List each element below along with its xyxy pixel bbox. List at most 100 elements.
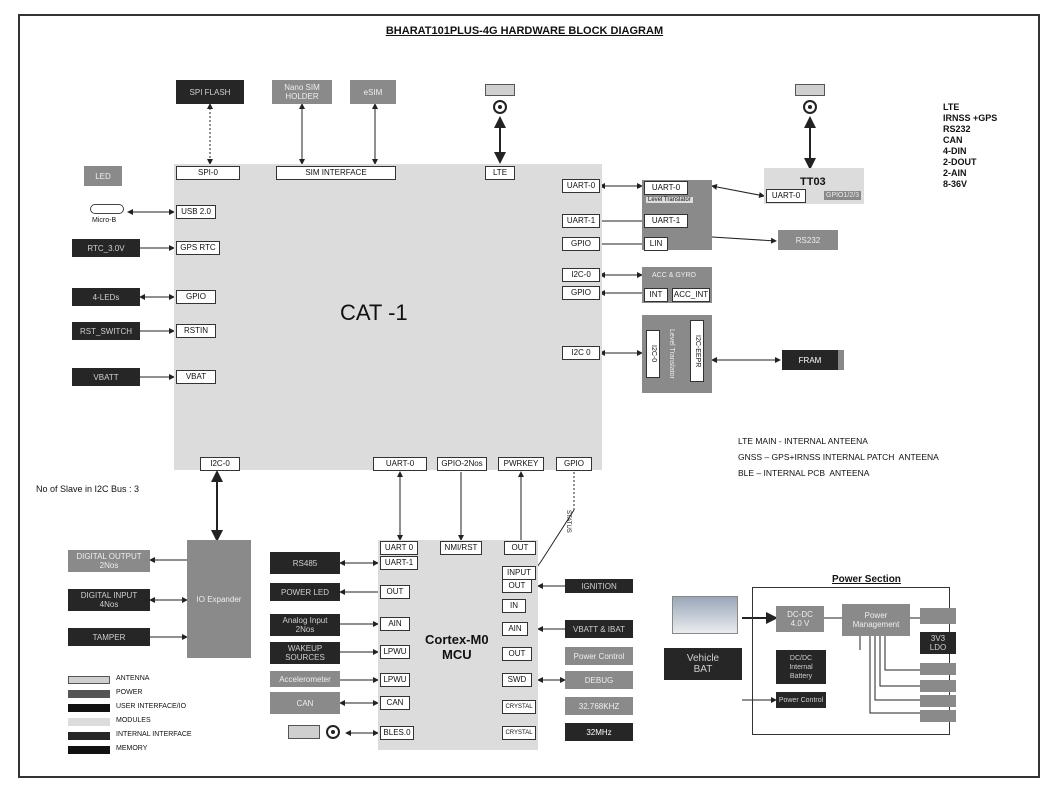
esim-block: eSIM xyxy=(350,80,396,104)
diagram-frame xyxy=(18,14,1040,778)
power-output-4 xyxy=(920,695,956,707)
pin-gpio-bottom: GPIO xyxy=(556,457,592,471)
leds-block: 4-LEDs xyxy=(72,288,140,306)
rs485-block: RS485 xyxy=(270,552,340,574)
legend-internal-label: INTERNAL INTERFACE xyxy=(116,731,192,738)
pin-gpio-2nos: GPIO-2Nos xyxy=(437,457,487,471)
pin-i2c0-right-2: I2C 0 xyxy=(562,346,600,360)
status-label: STATUS xyxy=(565,510,571,533)
translator-pin-lin: LIN xyxy=(644,237,668,251)
power-led-block: POWER LED xyxy=(270,583,340,601)
ble-antenna-icon xyxy=(326,725,340,739)
legend-modules-swatch xyxy=(68,718,110,726)
legend-antenna-label: ANTENNA xyxy=(116,675,150,682)
ignition-block: IGNITION xyxy=(565,579,633,593)
power-output-5 xyxy=(920,710,956,722)
acc-gyro-label: ACC & GYRO xyxy=(652,272,696,279)
lte-antenna-icon xyxy=(493,100,507,114)
translator-pin-uart0: UART-0 xyxy=(644,181,688,195)
tt03-pin-gpio: GPIO1/2/3 xyxy=(824,191,862,200)
32khz-crystal-block: 32.768KHZ xyxy=(565,697,633,715)
legend-ui-label: USER INTERFACE/IO xyxy=(116,703,187,710)
feature-item: LTE xyxy=(943,102,960,112)
mcu-pin-lpwu-2: LPWU xyxy=(380,673,410,687)
mcu-pin-in-right: IN xyxy=(502,599,526,613)
gnss-antenna-body xyxy=(795,84,825,96)
32mhz-crystal-block: 32MHz xyxy=(565,723,633,741)
nano-sim-holder-block: Nano SIM HOLDER xyxy=(272,80,332,104)
antenna-note: BLE – INTERNAL PCB ANTEENA xyxy=(738,468,870,478)
mcu-pin-out-right: OUT xyxy=(502,579,532,593)
mcu-pin-swd: SWD xyxy=(502,673,532,687)
io-expander-block: IO Expander xyxy=(187,540,251,658)
fram-block: FRAM xyxy=(782,350,844,370)
legend-internal-swatch xyxy=(68,732,110,740)
vehicle-bat-block: Vehicle BAT xyxy=(664,648,742,680)
mcu-pin-out-right-2: OUT xyxy=(502,647,532,661)
power-management-block: Power Management xyxy=(842,604,910,636)
legend-memory-swatch xyxy=(68,746,110,754)
micro-b-label: Micro-B xyxy=(92,217,117,224)
pin-rstin: RSTIN xyxy=(176,324,216,338)
cat1-module xyxy=(174,164,602,470)
power-output-3 xyxy=(920,680,956,692)
mcu-pin-lpwu-1: LPWU xyxy=(380,645,410,659)
pin-sim-interface: SIM INTERFACE xyxy=(276,166,396,180)
mcu-pin-ain-right: AIN xyxy=(502,622,528,636)
feature-item: IRNSS +GPS xyxy=(943,113,998,123)
acc-pin-int: INT xyxy=(644,288,668,302)
digital-output-block: DIGITAL OUTPUT 2Nos xyxy=(68,550,150,572)
mcu-pin-nmi-rst: NMI/RST xyxy=(440,541,482,555)
antenna-note: LTE MAIN - INTERNAL ANTEENA xyxy=(738,436,868,446)
i2c-slave-note: No of Slave in I2C Bus : 3 xyxy=(36,484,140,494)
acc-pin-acc-int: ACC_INT xyxy=(672,288,710,302)
power-output-1 xyxy=(920,608,956,624)
power-control-block: Power Control xyxy=(776,692,826,708)
digital-input-block: DIGITAL INPUT 4Nos xyxy=(68,589,150,611)
pin-i2c0-right: I2C-0 xyxy=(562,268,600,282)
debug-block: DEBUG xyxy=(565,671,633,689)
mcu-pin-bles: BLES.0 xyxy=(380,726,414,740)
mcu-pin-uart1: UART-1 xyxy=(380,556,418,570)
cat1-label: CAT -1 xyxy=(340,300,408,325)
tamper-block: TAMPER xyxy=(68,628,150,646)
mcu-pin-ain-left: AIN xyxy=(380,617,410,631)
legend-power-swatch xyxy=(68,690,110,698)
mcu-pin-out-top: OUT xyxy=(504,541,536,555)
eeprom-pin-i2c-eepr: I2C-EEPR xyxy=(690,320,704,382)
pin-uart0-right: UART-0 xyxy=(562,179,600,193)
mcu-pin-input: INPUT xyxy=(502,566,536,580)
lte-antenna-body xyxy=(485,84,515,96)
rst-switch-block: RST_SWITCH xyxy=(72,322,140,340)
mcu-pin-out-left: OUT xyxy=(380,585,410,599)
mcu-label: Cortex-M0 MCU xyxy=(425,632,489,662)
ble-antenna-body xyxy=(288,725,320,739)
legend-power-label: POWER xyxy=(116,689,143,696)
feature-item: 2-DOUT xyxy=(943,157,977,167)
mcu-pin-uart0: UART 0 xyxy=(380,541,418,555)
pin-uart1-right: UART-1 xyxy=(562,214,600,228)
wakeup-sources-block: WAKEUP SOURCES xyxy=(270,642,340,664)
gnss-antenna-icon xyxy=(803,100,817,114)
power-section-title: Power Section xyxy=(832,574,901,585)
vbatt-ibat-block: VBATT & IBAT xyxy=(565,620,633,638)
feature-item: RS232 xyxy=(943,124,971,134)
feature-item: 4-DIN xyxy=(943,146,967,156)
feature-item: 8-36V xyxy=(943,179,968,189)
tt03-pin-uart0: UART-0 xyxy=(766,189,806,203)
accelerometer-block: Accelerometer xyxy=(270,671,340,687)
vbatt-block: VBATT xyxy=(72,368,140,386)
micro-b-usb-icon xyxy=(90,204,124,214)
pin-gpio-left: GPIO xyxy=(176,290,216,304)
spi-flash-block: SPI FLASH xyxy=(176,80,244,104)
feature-item: CAN xyxy=(943,135,963,145)
legend-ui-swatch xyxy=(68,704,110,712)
legend-modules-label: MODULES xyxy=(116,717,151,724)
translator-label: Level Translator xyxy=(646,197,693,203)
pin-gpio-right: GPIO xyxy=(562,237,600,251)
mcu-pin-crystal-2: CRYSTAL xyxy=(502,726,536,740)
analog-input-block: Analog Input 2Nos xyxy=(270,614,340,636)
mcu-pin-can: CAN xyxy=(380,696,410,710)
